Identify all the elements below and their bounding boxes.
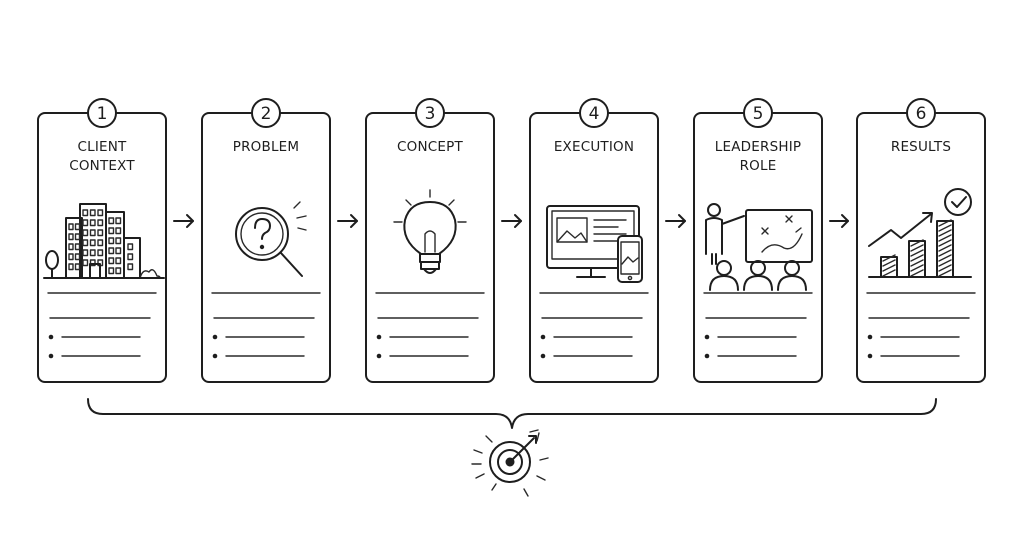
bullet-dot — [376, 334, 382, 340]
bullet-dot — [704, 353, 710, 359]
bullet-dot — [540, 334, 546, 340]
arrow-right-icon — [665, 214, 686, 228]
growth-chart-icon — [868, 188, 972, 278]
bullet-dot — [376, 353, 382, 359]
bullet-dot — [540, 353, 546, 359]
arrow-right-icon — [337, 214, 358, 228]
connector-arrows — [173, 214, 849, 228]
step-number: 3 — [425, 104, 436, 124]
summary-brace — [87, 398, 937, 429]
step-number: 6 — [916, 104, 927, 124]
step-title: RESULTS — [891, 139, 951, 155]
step-number-badge — [906, 98, 936, 128]
step-title: CONCEPT — [397, 139, 463, 155]
bullet-dot — [867, 353, 873, 359]
step-number: 5 — [753, 104, 764, 124]
arrow-right-icon — [173, 214, 194, 228]
step-title: PROBLEM — [233, 139, 300, 155]
step-number: 1 — [97, 104, 108, 124]
step-number-badge — [579, 98, 609, 128]
office-building-icon — [43, 203, 165, 279]
bullet-dot — [212, 353, 218, 359]
arrow-right-icon — [829, 214, 849, 228]
step-number: 2 — [261, 104, 272, 124]
bullet-dot — [212, 334, 218, 340]
lightbulb-icon — [393, 189, 467, 274]
step-title: ROLE — [740, 158, 777, 174]
bullet-dot — [48, 353, 54, 359]
bullet-dot — [48, 334, 54, 340]
step-number-badge — [251, 98, 281, 128]
bullet-dot — [867, 334, 873, 340]
step-number-badge — [87, 98, 117, 128]
presenter-whiteboard-icon — [705, 203, 813, 291]
step-title: CLIENT — [77, 139, 127, 155]
step-title: LEADERSHIP — [715, 139, 801, 155]
step-number-badge — [415, 98, 445, 128]
arrow-right-icon — [501, 214, 522, 228]
bullet-dot — [704, 334, 710, 340]
step-title: EXECUTION — [554, 139, 634, 155]
step-title: CONTEXT — [69, 158, 135, 174]
target-arrow-icon — [471, 429, 549, 497]
step-number-badge — [743, 98, 773, 128]
magnifier-question-icon — [235, 201, 307, 277]
devices-icon — [546, 205, 643, 283]
step-number: 4 — [589, 104, 600, 124]
